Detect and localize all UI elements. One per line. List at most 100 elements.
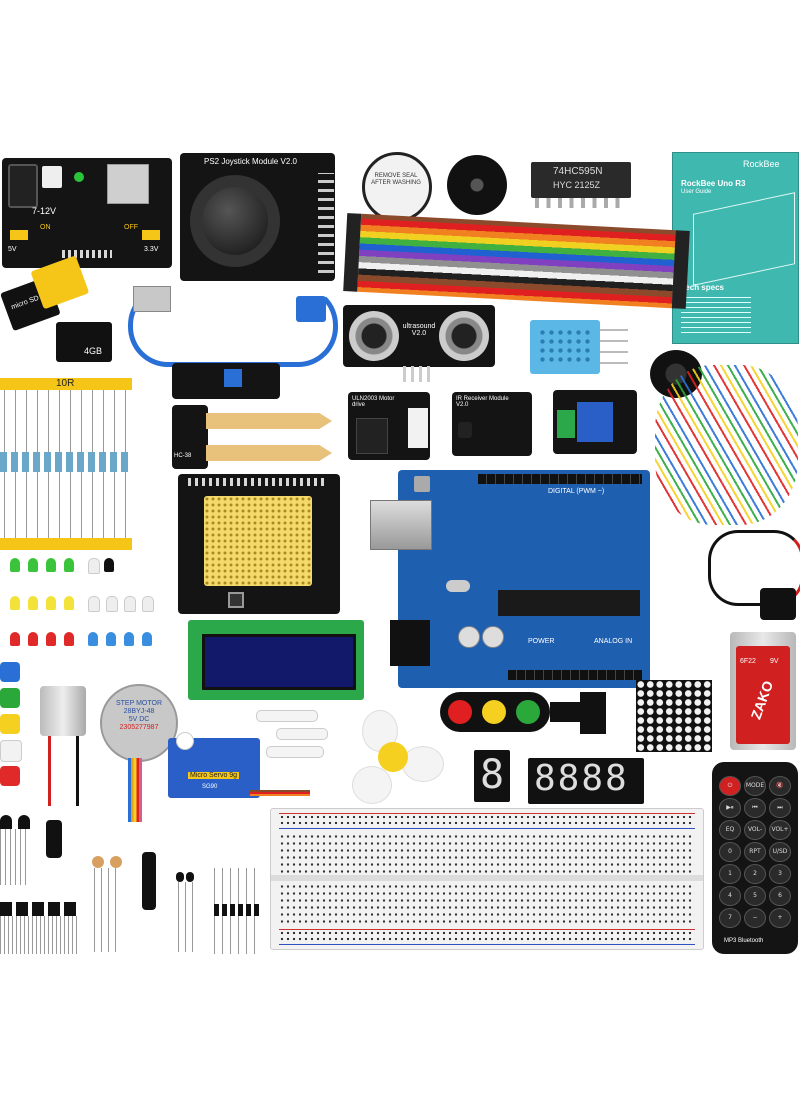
led-red — [10, 632, 20, 646]
servo-model: SG90 — [202, 784, 218, 790]
motor-driver-chip — [356, 418, 388, 454]
remote-button[interactable]: MODE — [744, 776, 766, 796]
thermistor — [176, 872, 184, 882]
stepper-label: STEP MOTOR 28BYJ-48 5V DC 2305277987 — [110, 700, 168, 732]
thermistors — [176, 872, 196, 952]
motor-driver-connector — [408, 408, 428, 448]
servo-label: Micro Servo 9g — [188, 772, 240, 779]
button-cap-green — [0, 688, 20, 708]
led-green — [28, 558, 38, 572]
stepper-line2: 28BYJ-48 — [123, 708, 155, 715]
led-blue — [106, 632, 116, 646]
remote-button[interactable]: ⏻ — [719, 776, 741, 796]
jumper-wire-ribbon — [343, 213, 690, 309]
led-white — [88, 596, 100, 612]
ultrasonic-sensor: ultrasound V2.0 — [343, 305, 495, 367]
stepper-motor: STEP MOTOR 28BYJ-48 5V DC 2305277987 — [100, 684, 178, 762]
ultrasonic-pins — [403, 366, 433, 382]
fan-hub — [378, 742, 408, 772]
shift-register-chip: 74HC595N HYC 2125Z — [531, 162, 631, 198]
led-green — [46, 558, 56, 572]
seven-segment-single: 8 — [474, 750, 510, 802]
led-blue — [124, 632, 134, 646]
remote-button[interactable]: ⏭ — [769, 798, 791, 818]
micro-sd-card: 4GB — [56, 322, 112, 362]
shield-reset-button — [228, 592, 244, 608]
battery-type: 6F22 — [740, 658, 756, 665]
lcd-screen — [202, 634, 356, 690]
digital-header — [478, 474, 642, 484]
battery-label-panel — [736, 646, 790, 744]
remote-button[interactable]: + — [769, 908, 791, 928]
tilt-sensor-module — [172, 363, 280, 399]
diodes — [214, 868, 262, 954]
usb-port — [107, 164, 149, 204]
fan-propeller — [350, 710, 444, 804]
remote-button[interactable]: 0 — [719, 842, 741, 862]
usb-plug-b — [296, 296, 326, 322]
header-pins — [62, 250, 112, 258]
led-red — [64, 632, 74, 646]
dht-pins — [600, 328, 628, 364]
transistor-group-bottom — [0, 902, 80, 954]
quad-digits: 8888 — [534, 758, 629, 799]
diode-bodies — [214, 904, 262, 916]
stepper-line4: 2305277987 — [119, 724, 159, 731]
remote-button[interactable]: 3 — [769, 864, 791, 884]
remote-button[interactable]: 7 — [719, 908, 741, 928]
usb-plug-a — [133, 286, 171, 312]
stepper-line1: STEP MOTOR — [115, 700, 163, 707]
motor-wire-red — [48, 736, 51, 806]
chip-part-number: 74HC595N — [553, 166, 603, 177]
ir-receiver-title: IR Receiver Module V2.0 — [456, 396, 509, 408]
capacitor-left — [458, 626, 480, 648]
transistor-row — [0, 902, 80, 916]
remote-button[interactable]: 2 — [744, 864, 766, 884]
servo-wire — [250, 790, 310, 796]
dc-barrel-cable — [708, 530, 800, 606]
remote-button[interactable]: 1 — [719, 864, 741, 884]
transistor — [0, 815, 12, 829]
photoresistor — [110, 856, 122, 868]
battery-voltage: 9V — [770, 658, 779, 665]
v33-label: 3.3V — [144, 246, 159, 253]
remote-button[interactable]: 🔇 — [769, 776, 791, 796]
dc-jack — [8, 164, 38, 208]
remote-button[interactable]: ▶⏸ — [719, 798, 741, 818]
led-blue — [142, 632, 152, 646]
remote-button[interactable]: VOL+ — [769, 820, 791, 840]
terminal-strip-top — [279, 833, 695, 873]
traffic-light-module — [440, 692, 606, 734]
led-yellow — [46, 596, 56, 610]
manual-brand: RockBee — [743, 159, 780, 169]
photoresistor — [92, 856, 104, 868]
transistor-group-top — [0, 815, 36, 885]
usb-b-socket — [370, 500, 432, 550]
on-label: ON — [40, 224, 51, 231]
remote-button[interactable]: EQ — [719, 820, 741, 840]
remote-button[interactable]: − — [744, 908, 766, 928]
remote-button[interactable]: RPT — [744, 842, 766, 862]
thermistor-leads — [178, 882, 194, 952]
ultrasonic-transducer-right — [439, 311, 489, 361]
power-label: POWER — [528, 638, 555, 645]
button-caps — [0, 662, 22, 804]
sd-capacity: 4GB — [84, 346, 103, 356]
photoresistors — [92, 856, 126, 952]
soil-sensor-head — [172, 405, 208, 469]
servo-horns — [256, 710, 332, 790]
transistor-leads — [0, 829, 30, 885]
traffic-led-yellow — [482, 700, 506, 724]
remote-button[interactable]: 4 — [719, 886, 741, 906]
dc-power-jack — [390, 620, 430, 666]
remote-button[interactable]: U/SD — [769, 842, 791, 862]
jumper-left — [10, 230, 28, 240]
relay-terminal — [557, 410, 575, 438]
remote-button[interactable]: VOL- — [744, 820, 766, 840]
stepper-line3: 5V DC — [128, 716, 150, 723]
manual-spec-lines — [681, 297, 751, 337]
remote-button[interactable]: ⏮ — [744, 798, 766, 818]
remote-button[interactable]: 5 — [744, 886, 766, 906]
remote-button[interactable]: 6 — [769, 886, 791, 906]
buzzer-with-sticker: REMOVE SEAL AFTER WASHING — [362, 152, 432, 222]
